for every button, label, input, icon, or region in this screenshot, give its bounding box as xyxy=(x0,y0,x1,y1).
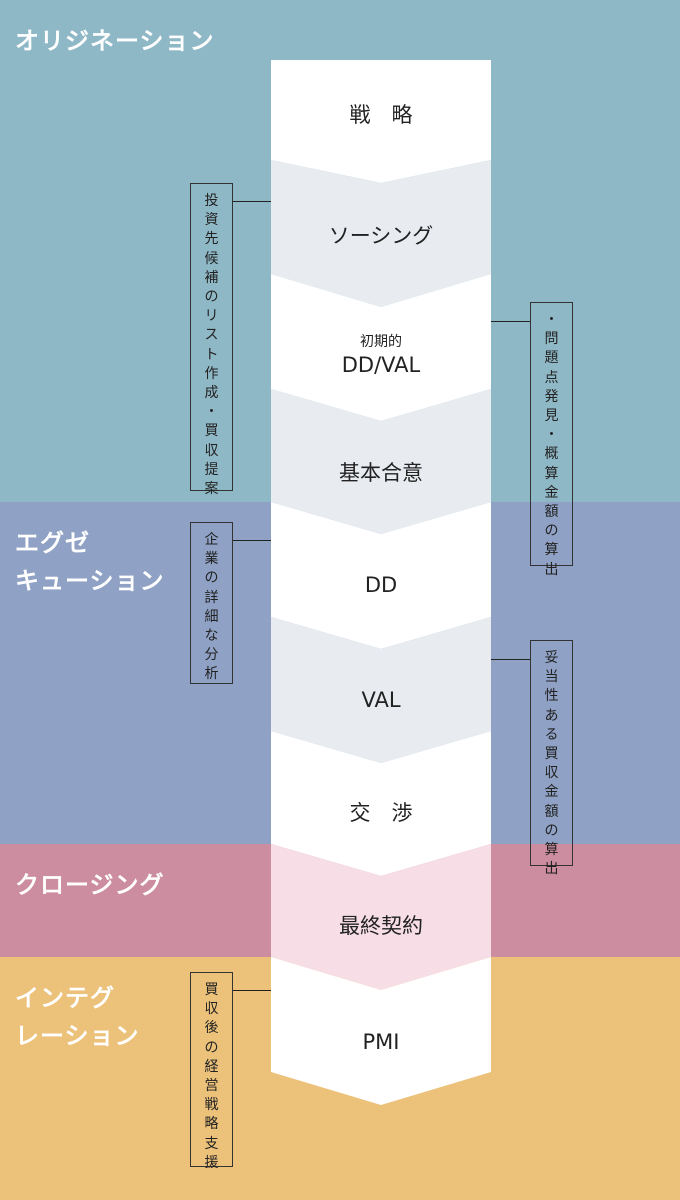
note-char: ト xyxy=(204,346,219,363)
note-char: 経 xyxy=(204,1058,219,1075)
step-label-strategy: 戦 略 xyxy=(349,103,413,127)
step-label-negotiation: 交 渉 xyxy=(349,801,413,825)
note-char: 提 xyxy=(204,461,219,478)
note-char: 成 xyxy=(204,385,219,402)
note-char: 見 xyxy=(544,408,559,425)
note-char: 金 xyxy=(544,484,559,501)
note-char: 業 xyxy=(204,551,219,568)
note-char: 援 xyxy=(204,1154,219,1171)
phase-title-execution: エグゼ キューション xyxy=(15,529,165,595)
note-char: 収 xyxy=(204,1001,219,1018)
note-char: 妥 xyxy=(544,650,559,666)
step-label-final-contract: 最終契約 xyxy=(339,914,423,938)
note-char: ・ xyxy=(204,404,219,421)
note-char: 当 xyxy=(544,669,559,686)
note-sourcing: 投資先候補のリスト作成・買収提案 xyxy=(190,183,233,497)
step-shape-sourcing xyxy=(271,160,491,307)
note-char: あ xyxy=(544,707,559,724)
note-connector-pmi xyxy=(233,990,271,991)
note-char: 出 xyxy=(544,561,559,578)
note-char: 先 xyxy=(204,231,219,248)
step-shape-initial-dd-val xyxy=(271,274,491,421)
note-char: 概 xyxy=(544,446,559,463)
note-connector-initial-dd-val xyxy=(491,321,530,322)
note-char: 支 xyxy=(204,1135,219,1152)
note-char: の xyxy=(544,822,559,839)
step-shape-strategy xyxy=(271,60,491,183)
note-char: 後 xyxy=(204,1020,219,1037)
note-char: 詳 xyxy=(204,589,219,606)
note-char: 戦 xyxy=(204,1097,219,1114)
note-char: 企 xyxy=(204,532,219,548)
note-char: 投 xyxy=(204,193,219,209)
note-char: る xyxy=(544,726,559,743)
step-shape-dd xyxy=(271,502,491,649)
note-char: の xyxy=(204,1039,219,1056)
step-label-dd-val: DD/VAL xyxy=(341,353,421,377)
step-label-initial-dd-val: 初期的 DD/VAL xyxy=(271,332,491,378)
step-label-basic-agreement: 基本合意 xyxy=(339,461,423,485)
note-char: リ xyxy=(204,308,219,325)
note-char: 分 xyxy=(204,647,219,664)
step-shape-basic-agreement xyxy=(271,389,491,534)
note-char: 買 xyxy=(204,423,219,440)
note-char: 出 xyxy=(544,861,559,878)
step-label-pmi: PMI xyxy=(362,1030,400,1054)
step-shape-pmi xyxy=(271,957,491,1105)
phase-title-origination: オリジネーション xyxy=(15,27,215,55)
note-char: 額 xyxy=(544,504,559,521)
note-char: 析 xyxy=(204,666,219,683)
note-char: ・ xyxy=(544,427,559,444)
step-shape-val xyxy=(271,617,491,763)
note-char: 略 xyxy=(204,1116,219,1133)
note-char: 発 xyxy=(544,388,559,405)
note-char: 作 xyxy=(204,365,219,382)
note-char: 細 xyxy=(204,608,219,625)
note-char: 資 xyxy=(204,212,219,229)
step-label-dd: DD xyxy=(364,573,398,597)
note-char: 買 xyxy=(204,982,219,998)
note-char: の xyxy=(544,523,559,540)
note-char: 買 xyxy=(544,746,559,763)
note-connector-dd xyxy=(233,540,271,541)
note-connector-val xyxy=(491,659,530,660)
note-char: 問 xyxy=(544,331,559,348)
note-char: の xyxy=(204,570,219,587)
note-char: 補 xyxy=(204,269,219,286)
phase-band-integration: インテグ レーション xyxy=(0,957,680,1200)
step-label-sourcing: ソーシング xyxy=(328,224,434,248)
step-shape-negotiation xyxy=(271,731,491,876)
note-connector-sourcing xyxy=(233,201,271,202)
note-char: 性 xyxy=(544,688,559,705)
note-char: 営 xyxy=(204,1078,219,1095)
note-char: な xyxy=(204,628,219,645)
note-char: 点 xyxy=(544,369,559,386)
note-char: ス xyxy=(204,327,219,344)
phase-title-closing: クロージング xyxy=(15,871,165,899)
note-char: 案 xyxy=(204,481,219,498)
note-dd: 企業の詳細な分析 xyxy=(190,522,233,684)
note-char: の xyxy=(204,289,219,306)
note-pmi: 買収後の経営戦略支援 xyxy=(190,972,233,1171)
note-char: 算 xyxy=(544,542,559,559)
note-char: 金 xyxy=(544,784,559,801)
note-char: 候 xyxy=(204,250,219,267)
note-char: 算 xyxy=(544,465,559,482)
note-char: 題 xyxy=(544,350,559,367)
note-char: 収 xyxy=(204,442,219,459)
note-char: ・ xyxy=(544,312,559,328)
note-char: 収 xyxy=(544,765,559,782)
step-shape-final-contract xyxy=(271,844,491,990)
phase-title-integration: インテグ レーション xyxy=(15,984,140,1050)
note-val: 妥当性ある買収金額の算出 xyxy=(530,640,573,877)
note-initial-dd-val: ・問題点発見・概算金額の算出 xyxy=(530,302,573,578)
step-label-val: VAL xyxy=(361,688,401,712)
note-char: 額 xyxy=(544,803,559,820)
step-sublabel-initial: 初期的 xyxy=(360,334,402,350)
note-char: 算 xyxy=(544,842,559,859)
